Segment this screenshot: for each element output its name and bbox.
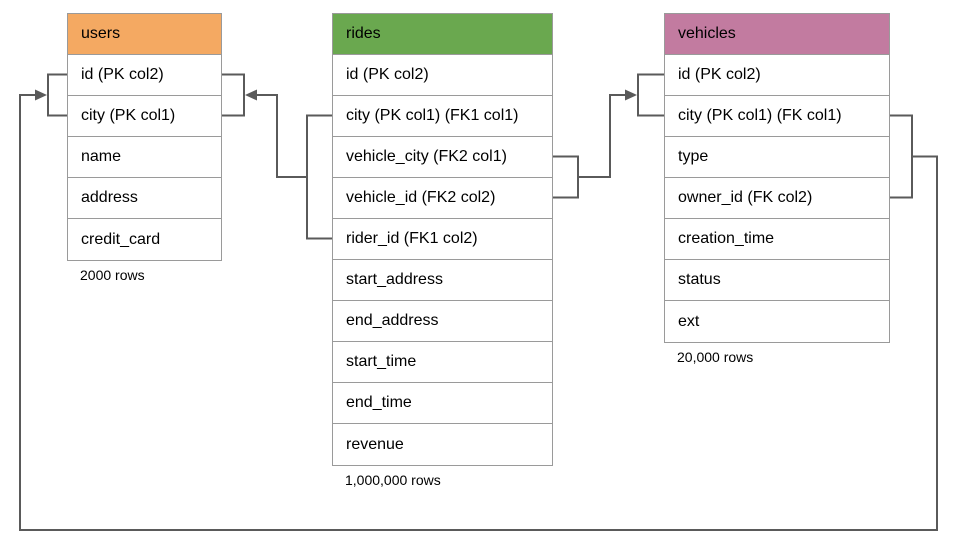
- column-row: city (PK col1) (FK col1): [665, 96, 889, 137]
- column-row: revenue: [333, 424, 552, 465]
- arrowhead-icon: [625, 89, 637, 101]
- relationship-line: [19, 94, 938, 531]
- table-header-rides: rides: [333, 14, 552, 55]
- column-row: rider_id (FK1 col2): [333, 219, 552, 260]
- column-row: start_time: [333, 342, 552, 383]
- relationship-line: [553, 155, 579, 199]
- column-row: address: [68, 178, 221, 219]
- relationship-vehicles-to-users: [19, 73, 938, 531]
- column-row: vehicle_city (FK2 col1): [333, 137, 552, 178]
- arrowhead-icon: [35, 89, 47, 101]
- column-row: name: [68, 137, 221, 178]
- table-header-vehicles: vehicles: [665, 14, 889, 55]
- column-row: status: [665, 260, 889, 301]
- arrowhead-icon: [245, 89, 257, 101]
- column-row: ext: [665, 301, 889, 342]
- row-count-label: 2000 rows: [80, 267, 145, 283]
- relationship-line: [890, 114, 913, 199]
- column-row: city (PK col1): [68, 96, 221, 137]
- table-header-users: users: [68, 14, 221, 55]
- column-row: owner_id (FK col2): [665, 178, 889, 219]
- row-count-label: 1,000,000 rows: [345, 472, 441, 488]
- column-row: end_time: [333, 383, 552, 424]
- column-row: id (PK col2): [68, 55, 221, 96]
- column-row: start_address: [333, 260, 552, 301]
- relationship-line: [47, 73, 67, 117]
- column-row: vehicle_id (FK2 col2): [333, 178, 552, 219]
- column-row: id (PK col2): [333, 55, 552, 96]
- column-row: city (PK col1) (FK1 col1): [333, 96, 552, 137]
- column-row: creation_time: [665, 219, 889, 260]
- relationship-line: [306, 114, 332, 240]
- relationship-rides-to-users: [222, 73, 332, 240]
- relationship-line: [256, 94, 307, 178]
- column-row: id (PK col2): [665, 55, 889, 96]
- column-row: type: [665, 137, 889, 178]
- relationship-line: [637, 73, 664, 117]
- row-count-label: 20,000 rows: [677, 349, 754, 365]
- relationship-line: [578, 94, 627, 178]
- column-row: end_address: [333, 301, 552, 342]
- relationship-rides-to-vehicles: [553, 73, 664, 199]
- relationship-line: [222, 73, 245, 117]
- column-row: credit_card: [68, 219, 221, 260]
